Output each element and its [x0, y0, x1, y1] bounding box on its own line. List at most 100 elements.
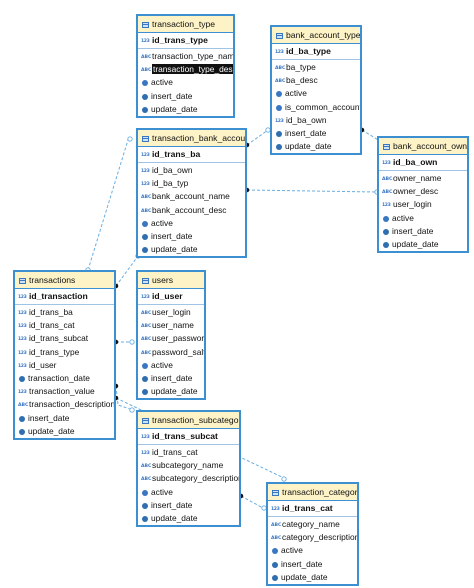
- date-type-icon: [142, 502, 148, 509]
- text-type-icon: ABC: [18, 403, 29, 409]
- text-type-icon: ABC: [271, 536, 282, 542]
- column-bank-account-name[interactable]: ABCbank_account_name: [138, 190, 245, 203]
- numeric-type-icon: 123: [382, 161, 391, 166]
- column-insert-date[interactable]: insert_date: [138, 90, 233, 103]
- column-ba-type[interactable]: ABCba_type: [272, 61, 360, 74]
- column-update-date[interactable]: update_date: [15, 425, 114, 438]
- column-label: transaction_value: [29, 386, 95, 397]
- date-type-icon: [142, 389, 148, 396]
- column-update-date[interactable]: update_date: [138, 243, 245, 256]
- transaction-bank-accounts-header[interactable]: transaction_bank_accounts: [138, 130, 245, 147]
- column-password-salt[interactable]: ABCpassword_salt: [138, 346, 204, 359]
- transactions-header[interactable]: transactions: [15, 272, 114, 289]
- column-update-date[interactable]: update_date: [138, 512, 239, 525]
- transaction-subcategory-header[interactable]: transaction_subcategory: [138, 412, 239, 429]
- column-bank-account-desc[interactable]: ABCbank_account_desc: [138, 204, 245, 217]
- column-insert-date[interactable]: insert_date: [138, 499, 239, 512]
- column-update-date[interactable]: update_date: [272, 140, 360, 153]
- column-transaction-date[interactable]: transaction_date: [15, 372, 114, 385]
- date-type-icon: [272, 574, 278, 581]
- column-subcategory-description[interactable]: ABCsubcategory_description: [138, 472, 239, 485]
- column-insert-date[interactable]: insert_date: [268, 558, 357, 571]
- column-update-date[interactable]: update_date: [138, 103, 233, 116]
- users-header[interactable]: users: [138, 272, 204, 289]
- link-bank-accounts-to-account-owner: [246, 189, 378, 193]
- table-icon: [142, 418, 149, 424]
- link-end-marker-9: [281, 476, 287, 482]
- column-insert-date[interactable]: insert_date: [272, 127, 360, 140]
- column-owner-name[interactable]: ABCowner_name: [379, 172, 467, 185]
- column-active[interactable]: active: [272, 87, 360, 100]
- numeric-type-icon: 123: [275, 50, 284, 55]
- column-active[interactable]: active: [138, 76, 233, 89]
- column-transaction-type-name[interactable]: ABCtransaction_type_name: [138, 50, 233, 63]
- column-transaction-description[interactable]: ABCtransaction_description: [15, 398, 114, 411]
- column-active[interactable]: active: [379, 212, 467, 225]
- column-subcategory-name[interactable]: ABCsubcategory_name: [138, 459, 239, 472]
- column-user-password[interactable]: ABCuser_password: [138, 332, 204, 345]
- transaction-category-header[interactable]: transaction_category: [268, 484, 357, 501]
- column-label: active: [151, 359, 173, 370]
- column-update-date[interactable]: update_date: [268, 571, 357, 584]
- bank-account-owner-header[interactable]: bank_account_owner: [379, 138, 467, 155]
- transaction-type-header[interactable]: transaction_type: [138, 16, 233, 33]
- column-owner-desc[interactable]: ABCowner_desc: [379, 185, 467, 198]
- column-label: insert_date: [28, 412, 70, 423]
- column-label: update_date: [151, 103, 198, 114]
- column-insert-date[interactable]: insert_date: [138, 230, 245, 243]
- column-category-description[interactable]: ABCcategory_description: [268, 531, 357, 544]
- column-user-name[interactable]: ABCuser_name: [138, 319, 204, 332]
- boolean-type-icon: [383, 215, 389, 222]
- column-label: insert_date: [392, 225, 434, 236]
- column-is-common-account[interactable]: is_common_account: [272, 101, 360, 114]
- date-type-icon: [142, 247, 148, 254]
- column-label: id_trans_cat: [152, 447, 198, 457]
- column-insert-date[interactable]: insert_date: [379, 225, 467, 238]
- column-active[interactable]: active: [138, 359, 204, 372]
- numeric-type-icon: 123: [18, 295, 27, 300]
- column-insert-date[interactable]: insert_date: [15, 412, 114, 425]
- column-active[interactable]: active: [268, 544, 357, 557]
- bank-account-types-header[interactable]: bank_account_types: [272, 27, 360, 44]
- column-update-date[interactable]: update_date: [138, 385, 204, 398]
- column-ba-desc[interactable]: ABCba_desc: [272, 74, 360, 87]
- column-label: id_ba_own: [152, 165, 193, 175]
- entity-transaction-bank-accounts[interactable]: transaction_bank_accounts123id_trans_ba1…: [136, 128, 247, 259]
- column-category-name[interactable]: ABCcategory_name: [268, 518, 357, 531]
- date-type-icon: [19, 415, 25, 422]
- column-active[interactable]: active: [138, 486, 239, 499]
- column-user-login[interactable]: ABCuser_login: [138, 306, 204, 319]
- column-active[interactable]: active: [138, 217, 245, 230]
- date-type-icon: [383, 241, 389, 248]
- column-update-date[interactable]: update_date: [379, 238, 467, 251]
- column-label: update_date: [151, 244, 198, 255]
- column-insert-date[interactable]: insert_date: [138, 372, 204, 385]
